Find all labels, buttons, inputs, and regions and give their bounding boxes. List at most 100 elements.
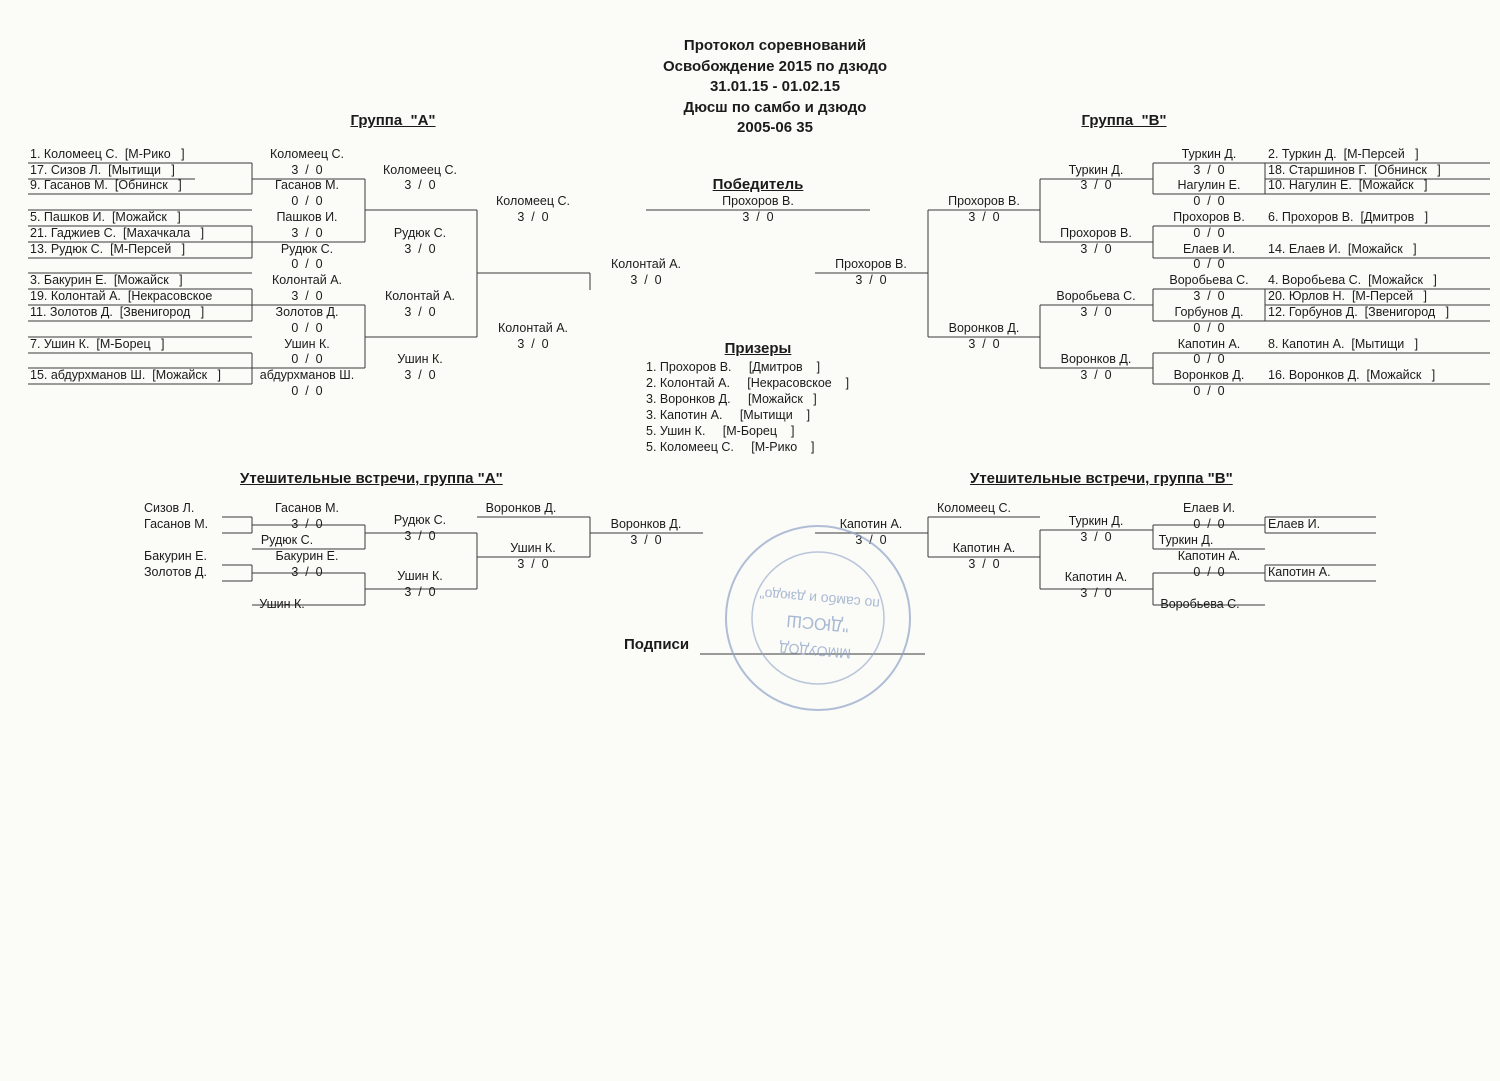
consolation-b-bout: Коломеец С. bbox=[937, 501, 1011, 515]
score-b-r1: 0 / 0 bbox=[1193, 257, 1225, 271]
prize-item: 5. Коломеец С. [М-Рико ] bbox=[646, 440, 815, 454]
group-a-finalist: Колонтай А. bbox=[610, 257, 682, 271]
score-a-r1: 3 / 0 bbox=[291, 163, 323, 177]
entrant-a: 19. Колонтай А. [Некрасовское bbox=[30, 289, 213, 303]
bout-b-r2: Туркин Д. bbox=[1068, 163, 1124, 177]
score-b-r1: 0 / 0 bbox=[1193, 194, 1225, 208]
entrant-a: 7. Ушин К. [М-Борец ] bbox=[30, 337, 165, 351]
score-a-r1: 0 / 0 bbox=[291, 194, 323, 208]
consolation-a-winner-score: 3 / 0 bbox=[630, 533, 662, 547]
entrant-b: 18. Старшинов Г. [Обнинск ] bbox=[1268, 163, 1441, 177]
protocol-header: Протокол соревнований Освобождение 2015 … bbox=[600, 36, 950, 139]
consolation-b-name: Туркин Д. bbox=[1158, 533, 1214, 547]
consolation-b-score: 0 / 0 bbox=[1193, 565, 1225, 579]
consolation-a-bout: Ушин К. bbox=[397, 569, 443, 583]
consolation-b-title: Утешительные встречи, группа "В" bbox=[970, 470, 1233, 487]
consolation-b-score: 3 / 0 bbox=[1080, 530, 1112, 544]
entrant-a: 1. Коломеец С. [М-Рико ] bbox=[30, 147, 185, 161]
consolation-a-name: Золотов Д. bbox=[144, 565, 207, 579]
entrant-a: 11. Золотов Д. [Звенигород ] bbox=[30, 305, 205, 319]
bout-a-r1: Колонтай А. bbox=[271, 273, 343, 287]
bout-b-r1: Горбунов Д. bbox=[1174, 305, 1244, 319]
consolation-a-bout: Воронков Д. bbox=[485, 501, 557, 515]
consolation-b-bout: Капотин А. bbox=[1177, 549, 1241, 563]
consolation-b-winner-score: 3 / 0 bbox=[855, 533, 887, 547]
consolation-a-bout: Бакурин Е. bbox=[275, 549, 339, 563]
consolation-b-bout: Елаев И. bbox=[1182, 501, 1236, 515]
entrant-a: 3. Бакурин Е. [Можайск ] bbox=[30, 273, 183, 287]
entrant-a: 17. Сизов Л. [Мытищи ] bbox=[30, 163, 175, 177]
consolation-a-score: 3 / 0 bbox=[517, 557, 549, 571]
score-b-r2: 3 / 0 bbox=[1080, 242, 1112, 256]
entrant-a: 21. Гаджиев С. [Махачкала ] bbox=[30, 226, 205, 240]
score-b-r1: 0 / 0 bbox=[1193, 226, 1225, 240]
consolation-b-bout: Туркин Д. bbox=[1068, 514, 1124, 528]
entrant-b: 2. Туркин Д. [М-Персей ] bbox=[1268, 147, 1419, 161]
consolation-a-score: 3 / 0 bbox=[404, 529, 436, 543]
bout-a-r2: Рудюк С. bbox=[393, 226, 447, 240]
bout-b-r2: Воронков Д. bbox=[1060, 352, 1132, 366]
score-b-r3: 3 / 0 bbox=[968, 337, 1000, 351]
bout-b-r1: Воронков Д. bbox=[1173, 368, 1245, 382]
score-b-r1: 0 / 0 bbox=[1193, 321, 1225, 335]
score-b-r1: 0 / 0 bbox=[1193, 384, 1225, 398]
bout-b-r2: Прохоров В. bbox=[1060, 226, 1132, 240]
group-b-final-score: 3 / 0 bbox=[855, 273, 887, 287]
bout-b-r1: Нагулин Е. bbox=[1177, 178, 1241, 192]
entrant-a: 9. Гасанов М. [Обнинск ] bbox=[30, 178, 182, 192]
prize-item: 2. Колонтай А. [Некрасовское ] bbox=[646, 376, 850, 390]
consolation-a-bout: Рудюк С. bbox=[260, 533, 314, 547]
entrant-b: 14. Елаев И. [Можайск ] bbox=[1268, 242, 1417, 256]
score-b-r1: 3 / 0 bbox=[1193, 163, 1225, 177]
consolation-b-name: Елаев И. bbox=[1268, 517, 1321, 531]
entrant-a: 5. Пашков И. [Можайск ] bbox=[30, 210, 181, 224]
winner-name: Прохоров В. bbox=[722, 194, 794, 208]
consolation-a-name: Сизов Л. bbox=[144, 501, 195, 515]
bout-b-r3: Воронков Д. bbox=[948, 321, 1020, 335]
prize-item: 1. Прохоров В. [Дмитров ] bbox=[646, 360, 821, 374]
bout-a-r1: Золотов Д. bbox=[275, 305, 339, 319]
score-a-r1: 0 / 0 bbox=[291, 257, 323, 271]
consolation-a-name: Гасанов М. bbox=[144, 517, 209, 531]
score-a-r3: 3 / 0 bbox=[517, 337, 549, 351]
score-b-r3: 3 / 0 bbox=[968, 210, 1000, 224]
consolation-b-name: Воробьева С. bbox=[1160, 597, 1240, 611]
bout-a-r1: Рудюк С. bbox=[280, 242, 334, 256]
entrant-a: 15. абдурхманов Ш. [Можайск ] bbox=[30, 368, 221, 382]
score-a-r1: 3 / 0 bbox=[291, 289, 323, 303]
signature-label: Подписи bbox=[624, 636, 690, 653]
protocol-title: Протокол соревнований bbox=[683, 37, 867, 54]
score-a-r1: 3 / 0 bbox=[291, 226, 323, 240]
winner-score: 3 / 0 bbox=[742, 210, 774, 224]
entrant-b: 8. Капотин А. [Мытищи ] bbox=[1268, 337, 1419, 351]
consolation-b-score: 3 / 0 bbox=[1080, 586, 1112, 600]
score-a-r1: 0 / 0 bbox=[291, 321, 323, 335]
score-a-r1: 0 / 0 bbox=[291, 384, 323, 398]
bout-b-r2: Воробьева С. bbox=[1056, 289, 1136, 303]
consolation-a-winner: Воронков Д. bbox=[610, 517, 682, 531]
bout-a-r1: Ушин К. bbox=[284, 337, 330, 351]
consolation-a-score: 3 / 0 bbox=[291, 517, 323, 531]
score-a-r2: 3 / 0 bbox=[404, 178, 436, 192]
consolation-b-name: Капотин А. bbox=[1268, 565, 1331, 579]
age-weight-category: 2005-06 35 bbox=[737, 119, 813, 136]
score-a-r2: 3 / 0 bbox=[404, 305, 436, 319]
entrant-b: 4. Воробьева С. [Можайск ] bbox=[1268, 273, 1437, 287]
event-dates: 31.01.15 - 01.02.15 bbox=[709, 78, 841, 95]
bout-b-r1: Воробьева С. bbox=[1169, 273, 1249, 287]
stamp-line-3: по самбо и дзюдо" bbox=[759, 586, 881, 612]
bout-a-r1: абдурхманов Ш. bbox=[259, 368, 355, 382]
score-b-r1: 0 / 0 bbox=[1193, 352, 1225, 366]
entrant-b: 6. Прохоров В. [Дмитров ] bbox=[1268, 210, 1429, 224]
consolation-a-score: 3 / 0 bbox=[291, 565, 323, 579]
bout-a-r1: Коломеец С. bbox=[270, 147, 344, 161]
stamp-line-2: "ДЮСШ bbox=[786, 611, 850, 635]
entrant-b: 10. Нагулин Е. [Можайск ] bbox=[1268, 178, 1428, 192]
prizes-title: Призеры bbox=[724, 340, 792, 357]
score-a-r1: 0 / 0 bbox=[291, 352, 323, 366]
consolation-a-name: Ушин К. bbox=[259, 597, 305, 611]
event-name: Освобождение 2015 по дзюдо bbox=[662, 57, 888, 75]
entrant-a: 13. Рудюк С. [М-Персей ] bbox=[30, 242, 186, 256]
